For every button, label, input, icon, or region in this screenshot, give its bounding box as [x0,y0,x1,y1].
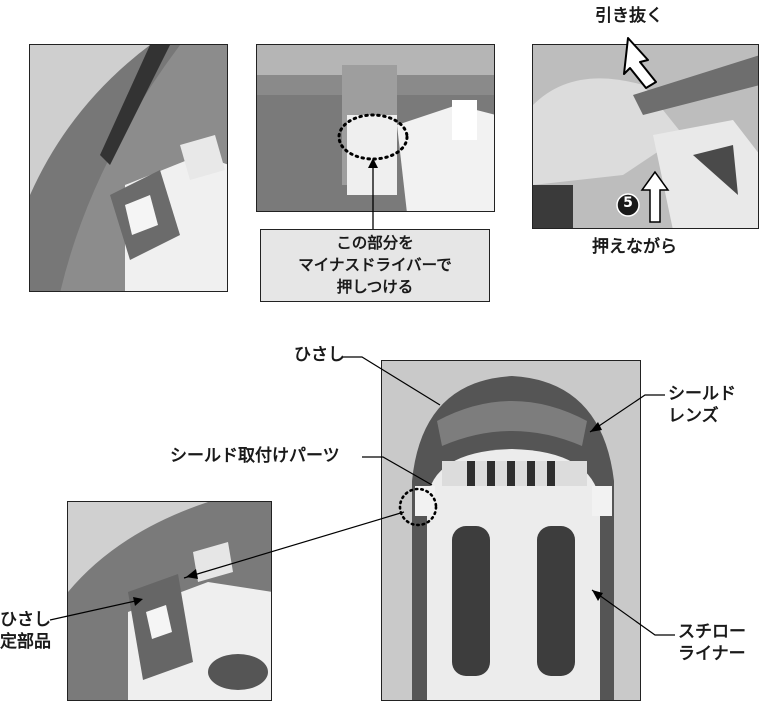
styrofoam-liner-line-1: スチロー [678,622,746,642]
step-number-badge [616,193,640,217]
visor-fixing-line-2: 定部品 [0,632,51,652]
step-number: 5 [623,195,633,211]
photo-pull-out [532,44,759,229]
shield-lens-label: シールド レンズ [668,383,736,427]
photo-press-part [256,44,495,212]
photo-helmet-interior [381,360,641,701]
pull-arrow-icon [623,37,657,89]
visor-fixing-label: ひさし 定部品 [0,609,51,653]
callout-line-1: この部分を [336,234,414,252]
press-instruction-callout: この部分を マイナスドライバーで 押しつける [260,229,490,302]
styrofoam-liner-label: スチロー ライナー [678,621,746,665]
shield-parts-highlight [398,487,438,527]
press-area-highlight [337,113,409,161]
shield-parts-label: シールド取付けパーツ [170,446,340,466]
press-arrow-icon [640,170,670,223]
press-while-label: 押えながら [592,237,677,257]
styrofoam-liner-line-2: ライナー [678,644,746,664]
shield-lens-line-2: レンズ [668,406,719,426]
visor-fixing-line-1: ひさし [0,610,51,630]
visor-label: ひさし [294,345,345,365]
photo-shield-mount-closeup [29,44,228,292]
callout-line-2: マイナスドライバーで [298,256,452,274]
photo-visor-fixing-closeup [67,501,272,701]
pull-out-label: 引き抜く [595,6,663,26]
shield-lens-line-1: シールド [668,384,736,404]
callout-line-3: 押しつける [336,278,414,296]
